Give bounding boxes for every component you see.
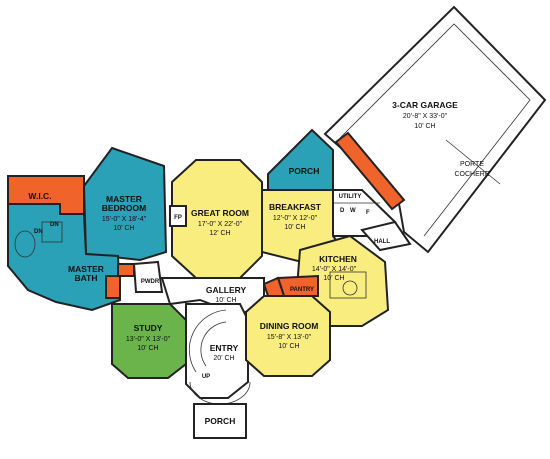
great-room-label: GREAT ROOM <box>191 208 249 218</box>
dining-label: DINING ROOM <box>260 321 319 331</box>
porch-top-label: PORCH <box>289 166 320 176</box>
garage-ch: 10' CH <box>414 123 435 130</box>
kitchen-ch: 10' CH <box>323 275 344 282</box>
porch-bottom-area <box>193 403 247 439</box>
porch-top-area <box>267 128 334 191</box>
fp-label: FP <box>174 215 182 221</box>
bath-tub <box>14 230 36 258</box>
kitchen-counter <box>329 271 367 299</box>
pwdr-label: PWDR <box>141 279 160 285</box>
utility-f: F <box>366 210 370 216</box>
bath-orange-block <box>117 263 135 277</box>
hall-area <box>360 220 412 252</box>
utility-d: D <box>340 208 345 214</box>
garage-dims: 20'-8" X 33'-0" <box>403 113 448 120</box>
fp-box <box>169 205 187 227</box>
dining-area <box>245 295 331 377</box>
utility-w: W <box>350 208 356 214</box>
entry-area <box>185 303 249 399</box>
wic-label: W.I.C. <box>28 191 51 201</box>
hall-label: HALL <box>374 239 390 245</box>
study-label: STUDY <box>134 323 163 333</box>
entry-stair <box>188 309 227 373</box>
master-bedroom-dims: 15'-0" X 18'-4" <box>102 216 147 223</box>
master-bedroom-label-2: BEDROOM <box>102 203 146 213</box>
entry-ch: 20' CH <box>213 355 234 362</box>
kitchen-dims: 14'-0" X 14'-0" <box>312 266 357 273</box>
garage-label: 3-CAR GARAGE <box>392 100 458 110</box>
porte-cochere-divider <box>445 139 501 185</box>
porte-label-1: PORTE <box>460 161 484 168</box>
dining-ch: 10' CH <box>278 343 299 350</box>
kitchen-label: KITCHEN <box>319 254 357 264</box>
porte-label-2: COCHERE <box>454 171 489 178</box>
breakfast-ch: 10' CH <box>284 224 305 231</box>
master-bath-label-2: BATH <box>75 273 98 283</box>
up-label: UP <box>202 374 210 380</box>
porch-bottom-label: PORCH <box>205 416 236 426</box>
breakfast-label: BREAKFAST <box>269 202 322 212</box>
pantry-label: PANTRY <box>290 287 314 293</box>
great-room-dims: 17'-0" X 22'-0" <box>198 221 243 228</box>
breakfast-dims: 12'-0" X 12'-0" <box>273 215 318 222</box>
master-bedroom-label-1: MASTER <box>106 194 142 204</box>
pwdr-area <box>132 260 164 293</box>
garage-orange-strip <box>334 131 406 211</box>
master-bedroom-ch: 10' CH <box>113 225 134 232</box>
study-area <box>111 303 187 379</box>
utility-label: UTILITY <box>339 194 362 200</box>
gallery-ch: 10' CH <box>215 297 236 304</box>
dn-label-1: DN <box>34 229 43 235</box>
closet-orange-block <box>105 275 121 299</box>
master-bath-label-1: MASTER <box>68 264 104 274</box>
entry-label: ENTRY <box>210 343 239 353</box>
gallery-label: GALLERY <box>206 285 247 295</box>
dining-dims: 15'-8" X 13'-0" <box>267 334 312 341</box>
great-room-ch: 12' CH <box>209 230 230 237</box>
study-dims: 13'-0" X 13'-0" <box>126 336 171 343</box>
entry-stair-inner <box>200 321 227 367</box>
shower <box>41 221 63 243</box>
dn-label-2: DN <box>50 222 59 228</box>
kitchen-island <box>342 280 358 296</box>
study-ch: 10' CH <box>137 345 158 352</box>
garage-wall <box>339 23 531 237</box>
